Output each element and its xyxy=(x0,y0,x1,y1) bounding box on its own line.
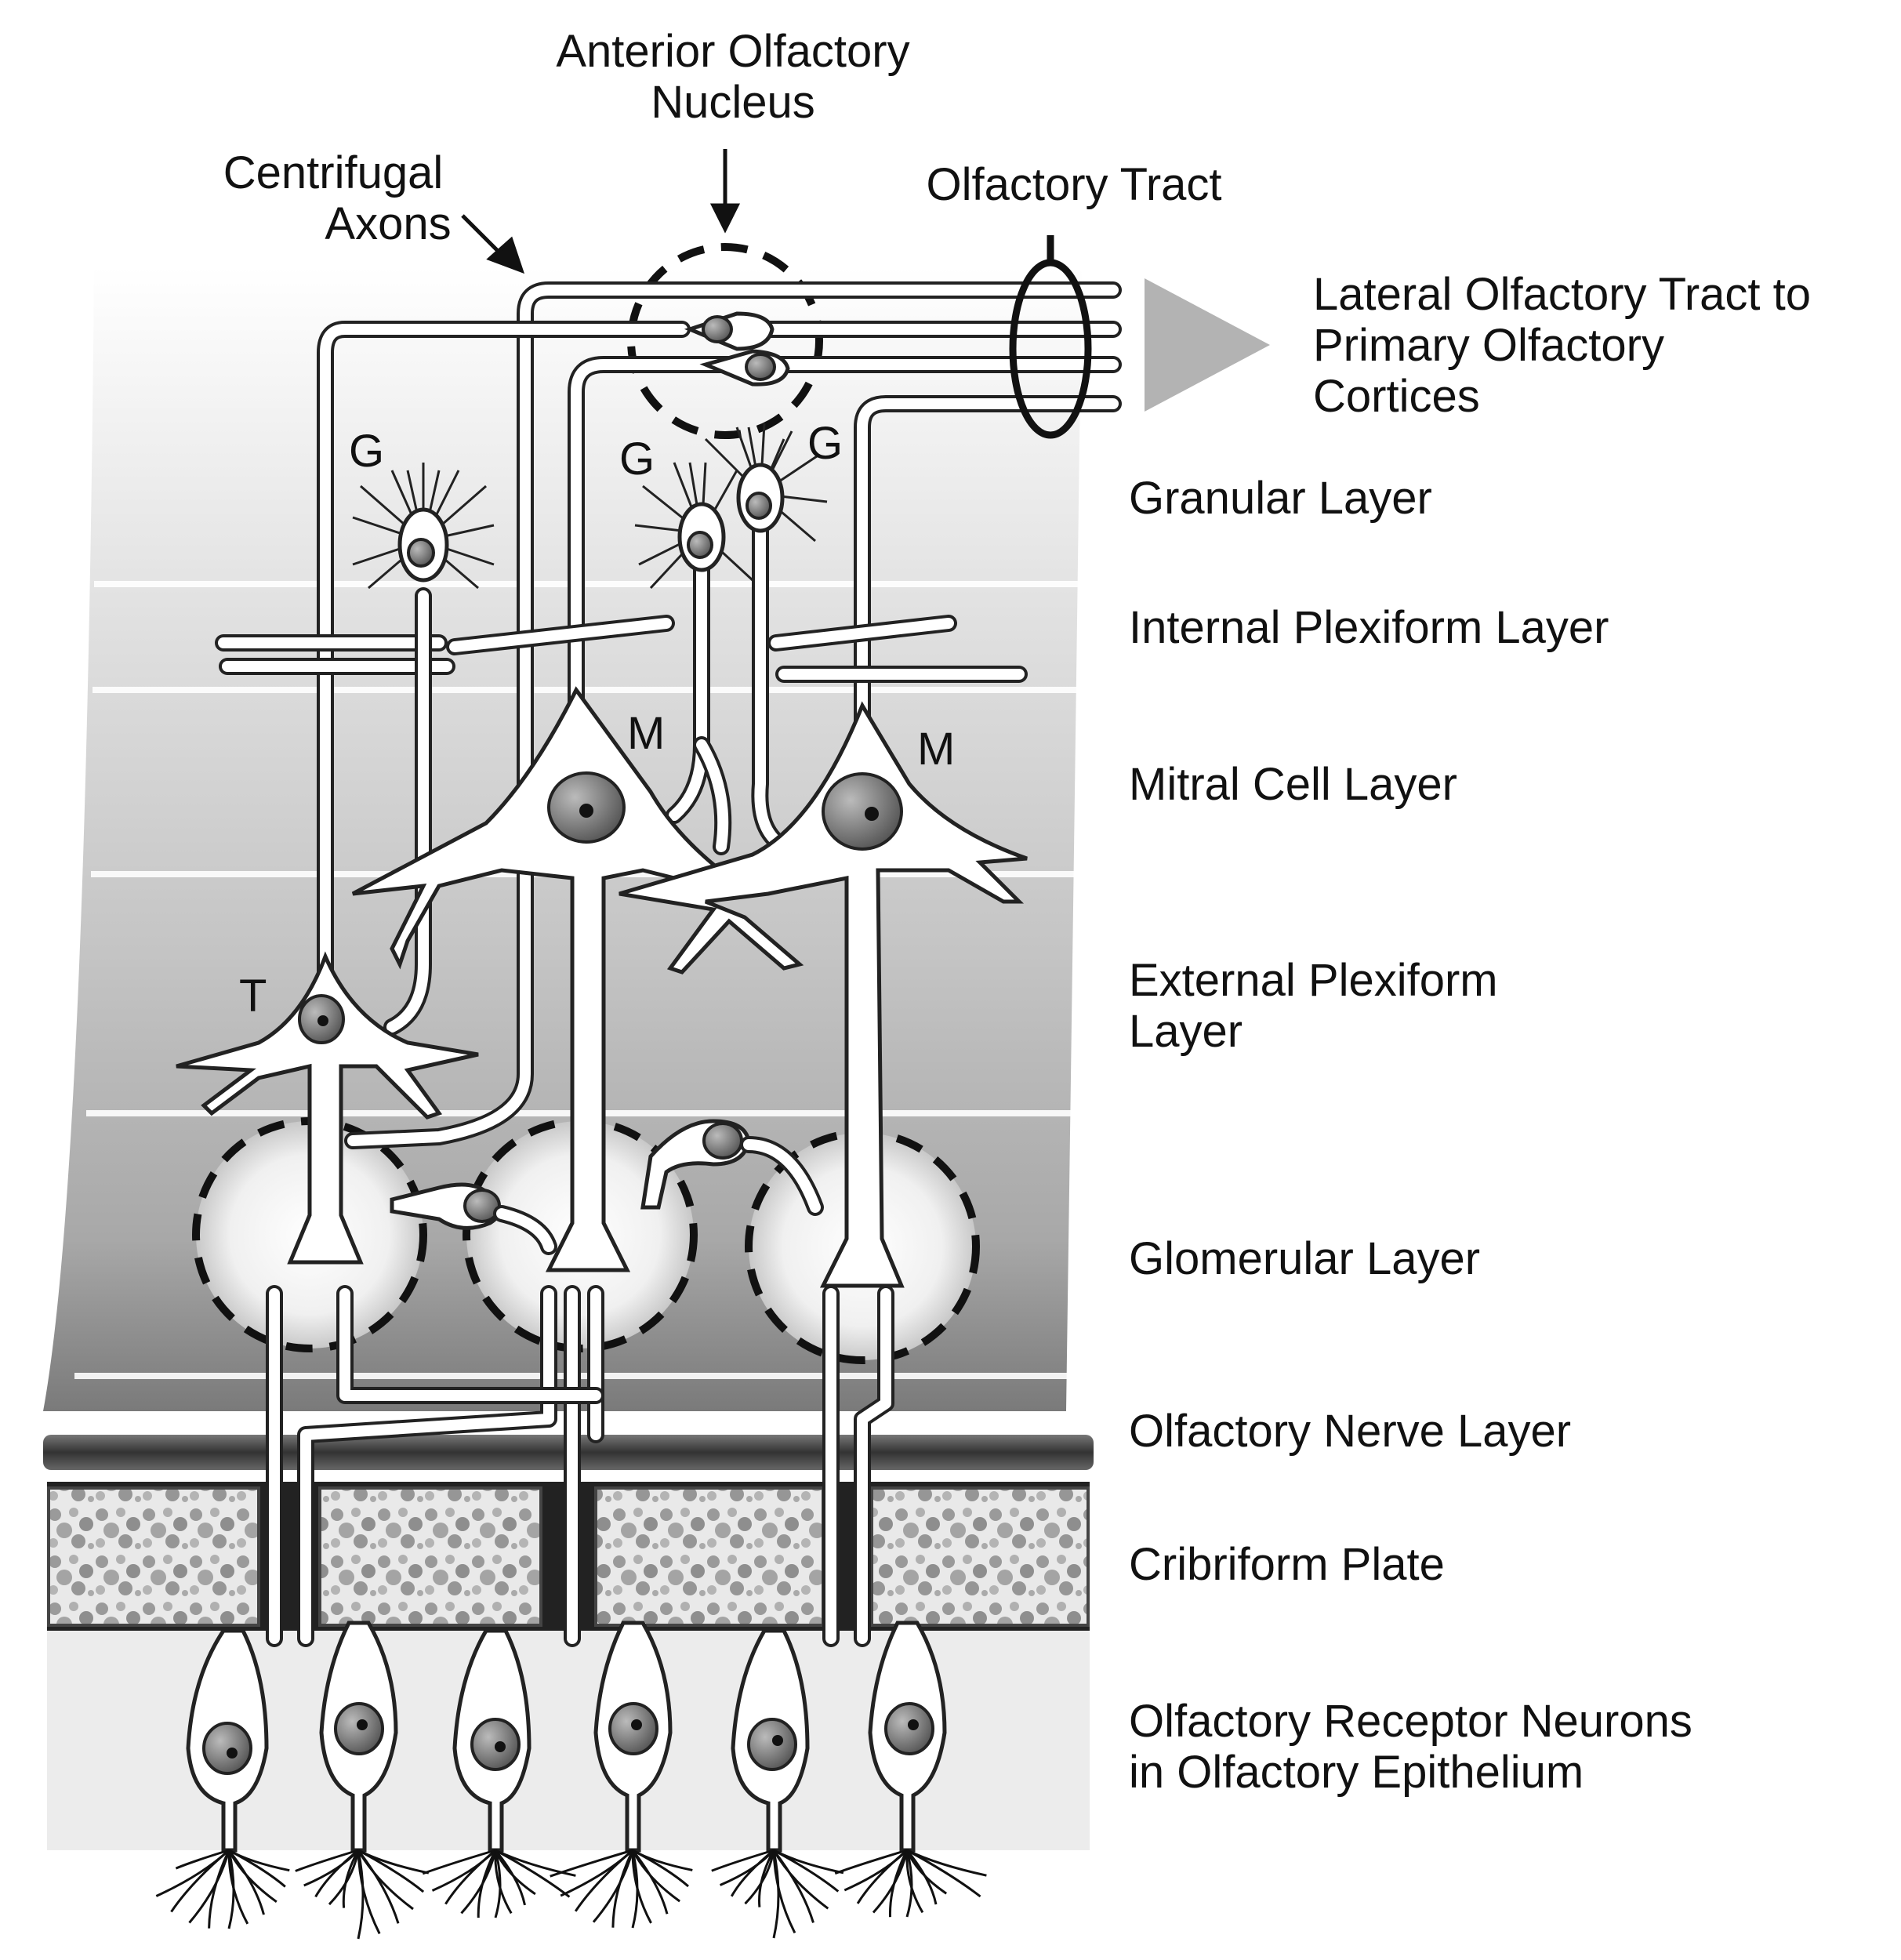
layer-label-granular: Granular Layer xyxy=(1129,473,1432,524)
granule-cell-1 xyxy=(352,463,495,590)
anterior-olfactory-nucleus-circle xyxy=(627,243,823,439)
mitral-letter-1: M xyxy=(627,708,665,759)
receptor-neuron-1 xyxy=(186,1628,269,1853)
granule-letter-1: G xyxy=(349,426,384,477)
layer-label-glomerular: Glomerular Layer xyxy=(1129,1233,1480,1284)
projection-arrow-triangle xyxy=(1145,278,1270,412)
projection-label-line3: Cortices xyxy=(1313,371,1480,422)
layer-label-mitral-cell: Mitral Cell Layer xyxy=(1129,759,1457,810)
mitral-cell-2 xyxy=(619,701,1028,1288)
top-labels: Anterior Olfactory Nucleus Centrifugal A… xyxy=(223,26,1222,249)
cell-letters: G G G M M T xyxy=(239,418,955,1022)
mitral-cell-1 xyxy=(351,686,754,1272)
centrifugal-axons-label-line1: Centrifugal xyxy=(223,147,443,198)
axon-paths xyxy=(215,281,1122,1149)
layer-label-receptor-neurons-line1: Olfactory Receptor Neurons xyxy=(1129,1696,1692,1747)
anterior-olfactory-nucleus-label-line1: Anterior Olfactory xyxy=(556,26,909,77)
projection-label-line2: Primary Olfactory xyxy=(1313,320,1664,371)
anterior-olfactory-nucleus-label-line2: Nucleus xyxy=(651,77,815,128)
receptor-neuron-4 xyxy=(593,1621,673,1853)
receptor-neuron-2 xyxy=(319,1621,398,1853)
receptor-cilia xyxy=(155,1849,987,1940)
layer-label-cribriform-plate: Cribriform Plate xyxy=(1129,1539,1445,1590)
layer-label-external-plexiform-line1: External Plexiform xyxy=(1129,955,1498,1006)
granule-cell-2 xyxy=(634,462,754,590)
layer-labels: Granular Layer Internal Plexiform Layer … xyxy=(1129,473,1692,1798)
receptor-neuron-3 xyxy=(452,1628,531,1853)
projection-label-line1: Lateral Olfactory Tract to xyxy=(1313,269,1811,320)
layer-label-internal-plexiform: Internal Plexiform Layer xyxy=(1129,602,1609,653)
granule-cell-3 xyxy=(704,423,828,543)
receptor-neuron-6 xyxy=(868,1621,947,1853)
layer-label-receptor-neurons-line2: in Olfactory Epithelium xyxy=(1129,1747,1584,1798)
pointer-arrows xyxy=(461,149,741,274)
projection-label: Lateral Olfactory Tract to Primary Olfac… xyxy=(1313,269,1811,422)
tufted-letter: T xyxy=(239,971,267,1022)
centrifugal-axons-label-line2: Axons xyxy=(325,198,451,249)
tufted-cell xyxy=(176,951,479,1265)
layer-label-external-plexiform-line2: Layer xyxy=(1129,1006,1243,1057)
olfactory-tract-label: Olfactory Tract xyxy=(926,159,1221,210)
aon-neurons xyxy=(684,311,790,387)
receptor-neuron-5 xyxy=(731,1628,810,1853)
layer-label-olfactory-nerve: Olfactory Nerve Layer xyxy=(1129,1406,1571,1457)
periglomerular-cells xyxy=(390,1119,824,1255)
granule-letter-2: G xyxy=(619,434,655,485)
olfactory-receptor-neurons xyxy=(186,1621,947,1853)
receptor-axons xyxy=(266,1285,894,1647)
granule-letter-3: G xyxy=(807,418,843,469)
mitral-letter-2: M xyxy=(917,724,955,775)
